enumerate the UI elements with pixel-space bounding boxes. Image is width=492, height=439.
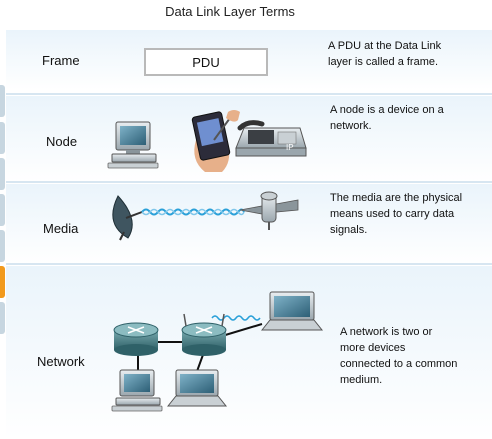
desc-line: signals. — [330, 224, 368, 236]
desc-line: A network is two or — [340, 326, 433, 338]
side-tab-2[interactable] — [0, 122, 5, 154]
side-tabs — [0, 30, 6, 439]
side-tab-3[interactable] — [0, 158, 5, 190]
side-tab-1[interactable] — [0, 85, 5, 117]
desc-line: means used to carry data — [330, 208, 455, 220]
frame-description: A PDU at the Data Link layer is called a… — [328, 38, 441, 70]
pdu-box-label: PDU — [192, 54, 220, 70]
divider — [6, 93, 492, 95]
desc-line: medium. — [340, 374, 383, 386]
side-tab-active[interactable] — [0, 266, 5, 298]
side-tab-7[interactable] — [0, 302, 5, 334]
pdu-box: PDU — [144, 48, 268, 76]
satellite-dish-icon — [112, 195, 143, 241]
computer-icon — [107, 121, 159, 169]
side-tab-5[interactable] — [0, 230, 5, 262]
desc-line: layer is called a frame. — [328, 56, 439, 68]
router-icon — [113, 322, 159, 356]
side-tab-4[interactable] — [0, 194, 5, 226]
node-description: A node is a device on a network. — [330, 102, 444, 134]
signal-wave — [141, 208, 245, 216]
phone-ip-label: IP — [286, 143, 294, 152]
desc-line: connected to a common — [340, 358, 458, 370]
router-icon — [181, 313, 227, 356]
media-section — [6, 184, 492, 264]
laptop-icon — [260, 291, 324, 331]
pda-icon — [191, 110, 240, 172]
media-label: Media — [43, 221, 79, 236]
desc-line: A PDU at the Data Link — [328, 40, 442, 52]
divider — [6, 263, 492, 265]
network-label: Network — [37, 354, 85, 369]
wireless-access-point-icon — [239, 191, 299, 230]
laptop-icon — [166, 369, 228, 407]
desc-line: The media are the physical — [330, 192, 463, 204]
desc-line: more devices — [340, 342, 406, 354]
desc-line: network. — [330, 120, 372, 132]
network-section — [6, 266, 492, 439]
page-title: Data Link Layer Terms — [165, 4, 295, 19]
divider — [6, 181, 492, 183]
network-description: A network is two or more devices connect… — [340, 324, 457, 388]
computer-icon — [111, 369, 163, 412]
frame-label: Frame — [42, 53, 80, 68]
media-description: The media are the physical means used to… — [330, 190, 462, 238]
ip-phone-icon: IP — [235, 120, 307, 157]
desc-line: A node is a device on a — [330, 104, 444, 116]
node-label: Node — [46, 134, 78, 149]
